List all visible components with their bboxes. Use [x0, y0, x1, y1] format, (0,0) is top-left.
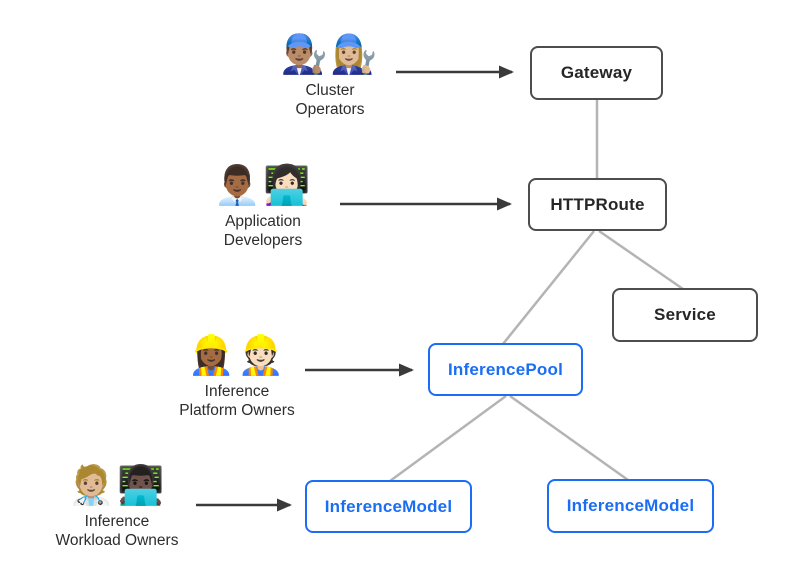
edge-inferencepool-inferencemodel-left — [389, 394, 507, 483]
node-inferencepool: InferencePool — [428, 343, 583, 396]
node-service: Service — [612, 288, 758, 342]
construction-workers-emoji-icon: 👷🏾‍♀️👷🏻 — [187, 335, 287, 377]
health-worker-technologist-emoji-icon: 🧑🏼‍⚕️👨🏿‍💻 — [67, 465, 167, 507]
persona-label: Application Developers — [168, 212, 358, 250]
persona-label-line: Platform Owners — [179, 402, 295, 419]
mechanics-emoji-icon: 👨🏽‍🔧👩🏼‍🔧 — [280, 34, 380, 76]
persona-label-line: Inference — [204, 383, 270, 400]
node-inferencemodel-right: InferenceModel — [547, 479, 714, 533]
persona-label: Inference Workload Owners — [22, 512, 212, 550]
persona-label-line: Application — [225, 213, 301, 230]
persona-label: Cluster Operators — [235, 81, 425, 119]
node-httproute: HTTPRoute — [528, 178, 667, 231]
edge-httproute-service — [598, 229, 684, 291]
persona-cluster-operators: 👨🏽‍🔧👩🏼‍🔧 Cluster Operators — [235, 32, 425, 119]
persona-application-developers: 👨🏾‍💼👩🏻‍💻 Application Developers — [168, 163, 358, 250]
persona-label-line: Inference — [84, 513, 150, 530]
office-worker-technologist-emoji-icon: 👨🏾‍💼👩🏻‍💻 — [213, 165, 313, 207]
node-inferencemodel-left: InferenceModel — [305, 480, 472, 533]
persona-label-line: Developers — [223, 232, 303, 249]
persona-inference-workload-owners: 🧑🏼‍⚕️👨🏿‍💻 Inference Workload Owners — [22, 463, 212, 550]
edge-httproute-inferencepool — [502, 230, 595, 345]
persona-label-line: Cluster — [305, 82, 355, 99]
persona-label: Inference Platform Owners — [142, 382, 332, 420]
persona-label-line: Workload Owners — [55, 532, 179, 549]
edge-inferencepool-inferencemodel-right — [509, 394, 629, 482]
persona-inference-platform-owners: 👷🏾‍♀️👷🏻 Inference Platform Owners — [142, 333, 332, 420]
node-gateway: Gateway — [530, 46, 663, 100]
persona-label-line: Operators — [295, 101, 365, 118]
